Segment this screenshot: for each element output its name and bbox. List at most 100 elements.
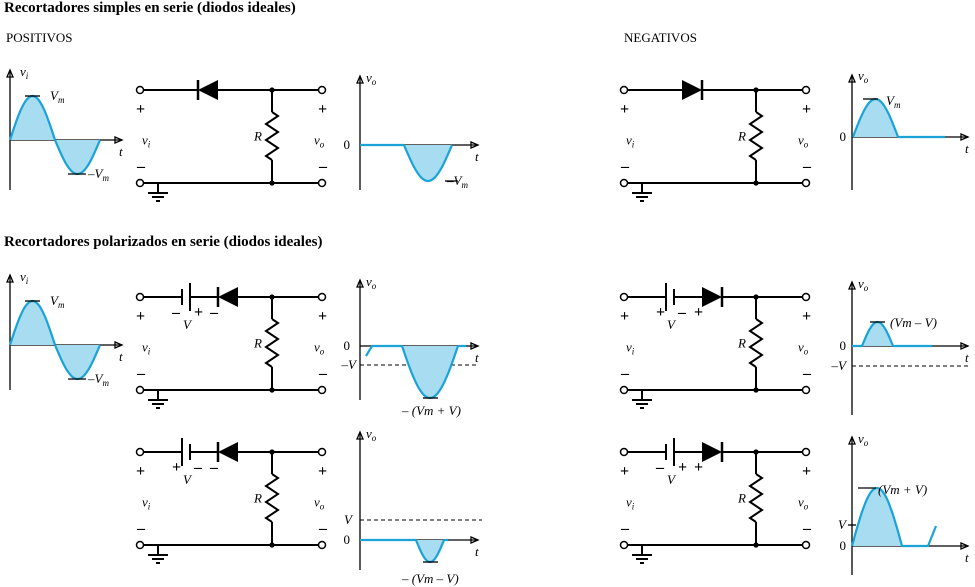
peak-negative-label: –Vm bbox=[446, 173, 468, 190]
input-terminal-bottom bbox=[135, 178, 145, 188]
bias-level-label: V bbox=[838, 517, 848, 532]
output-voltage-label: vo bbox=[314, 340, 325, 357]
peak-negative-minus-label: – (Vm – V) bbox=[401, 571, 459, 586]
time-axis-label: t bbox=[119, 144, 123, 159]
output-minus-sign: – bbox=[318, 365, 328, 382]
input-terminal-top bbox=[619, 292, 629, 302]
input-voltage-label: vi bbox=[142, 340, 151, 357]
input-plus-sign: + bbox=[620, 463, 629, 480]
output-plus-sign: + bbox=[318, 463, 327, 480]
output-terminal-bottom bbox=[317, 385, 327, 395]
battery-right-sign: + bbox=[678, 459, 687, 476]
input-voltage-label: vi bbox=[626, 495, 635, 512]
input-minus-sign: – bbox=[620, 158, 630, 175]
input-terminal-bottom bbox=[135, 540, 145, 550]
input-voltage-label: vi bbox=[626, 133, 635, 150]
peak-positive-label: Vm bbox=[50, 88, 65, 105]
resistor-label: R bbox=[737, 491, 746, 506]
battery-left-sign: + bbox=[656, 304, 665, 321]
output-terminal-bottom bbox=[317, 178, 327, 188]
diode-sign: – bbox=[209, 304, 219, 321]
output-voltage-label: vo bbox=[798, 495, 809, 512]
output-terminal-top bbox=[801, 85, 811, 95]
axis-arrow bbox=[6, 68, 14, 78]
waveform bbox=[850, 486, 904, 547]
input-voltage-label: vi bbox=[142, 133, 151, 150]
axis-arrow bbox=[356, 278, 364, 288]
output-voltage-axis-label: vo bbox=[366, 274, 377, 291]
output-plus-sign: + bbox=[802, 463, 811, 480]
zero-label: 0 bbox=[344, 532, 351, 547]
peak-positive-plus-label: (Vm + V) bbox=[878, 482, 927, 497]
input-plus-sign: + bbox=[136, 101, 145, 118]
axis-arrow bbox=[848, 280, 856, 290]
input-minus-sign: – bbox=[136, 365, 146, 382]
peak-positive-label: Vm bbox=[886, 93, 901, 110]
column-label-negative: NEGATIVOS bbox=[624, 30, 697, 45]
input-terminal-top bbox=[135, 85, 145, 95]
resistor bbox=[264, 473, 280, 523]
time-axis-label: t bbox=[475, 350, 479, 365]
resistor-label: R bbox=[737, 129, 746, 144]
resistor-label: R bbox=[253, 491, 262, 506]
output-minus-sign: – bbox=[318, 158, 328, 175]
input-minus-sign: – bbox=[136, 158, 146, 175]
battery-voltage-label: V bbox=[667, 472, 677, 487]
axis-arrow bbox=[6, 273, 14, 283]
battery bbox=[665, 438, 675, 466]
output-plus-sign: + bbox=[802, 101, 811, 118]
axis-arrow bbox=[356, 74, 364, 84]
battery-left-sign: + bbox=[172, 459, 181, 476]
output-minus-sign: – bbox=[318, 520, 328, 537]
output-plus-sign: + bbox=[318, 308, 327, 325]
axis-arrow bbox=[848, 435, 856, 445]
waveform-fill bbox=[852, 488, 902, 546]
diode-sign: + bbox=[694, 304, 703, 321]
waveform bbox=[902, 525, 938, 548]
peak-positive-minus-label: (Vm – V) bbox=[890, 315, 937, 330]
input-terminal-bottom bbox=[619, 540, 629, 550]
input-plus-sign: + bbox=[136, 308, 145, 325]
output-minus-sign: – bbox=[802, 365, 812, 382]
axis-arrow bbox=[960, 133, 970, 141]
time-axis-label: t bbox=[475, 149, 479, 164]
input-plus-sign: + bbox=[620, 101, 629, 118]
output-terminal-top bbox=[317, 292, 327, 302]
axis-arrow bbox=[114, 341, 124, 349]
waveform-fill bbox=[404, 145, 452, 181]
output-minus-sign: – bbox=[802, 520, 812, 537]
time-axis-label: t bbox=[965, 550, 969, 565]
peak-negative-plus-label: – (Vm + V) bbox=[401, 403, 461, 418]
output-voltage-label: vo bbox=[798, 133, 809, 150]
diode-sign: + bbox=[694, 459, 703, 476]
waveform bbox=[365, 344, 402, 357]
diode bbox=[216, 442, 238, 462]
output-voltage-label: vo bbox=[314, 495, 325, 512]
input-terminal-top bbox=[135, 447, 145, 457]
resistor bbox=[264, 111, 280, 161]
diode-triangle bbox=[198, 80, 218, 100]
resistor bbox=[748, 473, 764, 523]
bias-level-label: –V bbox=[341, 357, 359, 372]
input-terminal-bottom bbox=[619, 178, 629, 188]
output-voltage-axis-label: vo bbox=[858, 68, 869, 85]
axis-arrow bbox=[960, 342, 970, 350]
input-terminal-top bbox=[619, 85, 629, 95]
input-terminal-bottom bbox=[135, 385, 145, 395]
battery bbox=[181, 283, 191, 311]
zero-label: 0 bbox=[344, 338, 351, 353]
output-voltage-axis-label: vo bbox=[858, 431, 869, 448]
resistor-label: R bbox=[253, 336, 262, 351]
battery-voltage-label: V bbox=[183, 472, 193, 487]
diode-triangle bbox=[218, 442, 238, 462]
resistor-label: R bbox=[737, 336, 746, 351]
battery-right-sign: – bbox=[677, 304, 687, 321]
input-terminal-bottom bbox=[619, 385, 629, 395]
input-voltage-axis-label: vi bbox=[20, 64, 29, 81]
battery-right-sign: + bbox=[194, 304, 203, 321]
section-title-simple: Recortadores simples en serie (diodos id… bbox=[4, 0, 296, 16]
output-terminal-bottom bbox=[801, 178, 811, 188]
output-terminal-top bbox=[801, 292, 811, 302]
diode-triangle bbox=[682, 80, 702, 100]
